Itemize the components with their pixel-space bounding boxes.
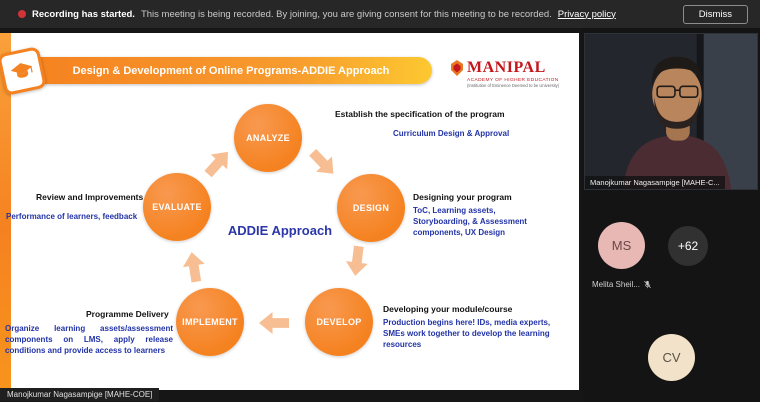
- stage-circle-evaluate: EVALUATE: [143, 173, 211, 241]
- implement-heading: Programme Delivery: [86, 309, 169, 319]
- arrow-evaluate-to-analyze-icon: [200, 144, 236, 181]
- stage-circle-implement: IMPLEMENT: [176, 288, 244, 356]
- addie-center-label: ADDIE Approach: [227, 223, 333, 238]
- develop-heading: Developing your module/course: [383, 304, 513, 314]
- manipal-emblem-icon: [451, 60, 463, 76]
- stage-circle-develop: DEVELOP: [305, 288, 373, 356]
- meeting-main: Design & Development of Online Programs-…: [0, 28, 760, 402]
- recording-banner-message: This meeting is being recorded. By joini…: [140, 8, 552, 20]
- logo-subtitle: ACADEMY OF HIGHER EDUCATION: [467, 78, 559, 83]
- analyze-detail: Curriculum Design & Approval: [393, 129, 510, 138]
- analyze-heading: Establish the specification of the progr…: [335, 109, 505, 119]
- stage-circle-analyze: ANALYZE: [234, 104, 302, 172]
- arrow-analyze-to-design-icon: [305, 145, 342, 182]
- stage-circle-design: DESIGN: [337, 174, 405, 242]
- manipal-logo: MANIPAL ACADEMY OF HIGHER EDUCATION (Ins…: [450, 59, 574, 88]
- participant-name-row: Melita Sheil...: [582, 280, 662, 289]
- evaluate-detail: Performance of learners, feedback: [6, 212, 138, 221]
- privacy-policy-link[interactable]: Privacy policy: [557, 8, 616, 20]
- webcam-feed: [585, 34, 757, 189]
- dismiss-button[interactable]: Dismiss: [682, 4, 748, 24]
- screen-share-stage: Design & Development of Online Programs-…: [0, 28, 582, 402]
- mic-muted-icon: [644, 280, 651, 289]
- slide-left-band: [0, 33, 11, 390]
- presentation-slide: Design & Development of Online Programs-…: [0, 33, 579, 390]
- participant-avatar-cv[interactable]: CV: [648, 334, 695, 381]
- logo-name: MANIPAL: [467, 59, 546, 76]
- arrow-develop-to-implement-icon: [259, 312, 289, 334]
- participant-overflow-badge[interactable]: +62: [668, 226, 708, 266]
- design-heading: Designing your program: [413, 192, 512, 202]
- presenter-name-label: Manojkumar Nagasampige [MAHE-COE]: [0, 388, 160, 401]
- speaker-name-overlay: Manojkumar Nagasampige [MAHE-C...: [585, 176, 725, 189]
- evaluate-heading: Review and Improvements: [36, 192, 144, 202]
- speaker-video-tile[interactable]: Manojkumar Nagasampige [MAHE-C...: [584, 33, 758, 190]
- logo-tagline: (Institution of Eminence Deemed to be Un…: [467, 83, 560, 88]
- participant-avatar-ms[interactable]: MS: [598, 222, 645, 269]
- slide-title: Design & Development of Online Programs-…: [30, 57, 432, 84]
- graduation-cap-icon: [0, 46, 47, 96]
- arrow-design-to-develop-icon: [344, 245, 369, 277]
- design-detail: ToC, Learning assets, Storyboarding, & A…: [413, 206, 527, 238]
- recording-dot-icon: [18, 10, 26, 18]
- participants-panel: Manojkumar Nagasampige [MAHE-C... MS +62…: [582, 28, 760, 402]
- recording-banner-title: Recording has started.: [32, 8, 135, 20]
- recording-banner: Recording has started. This meeting is b…: [0, 0, 760, 28]
- participant-name: Melita Sheil...: [591, 280, 641, 289]
- arrow-implement-to-evaluate-icon: [181, 250, 207, 283]
- develop-detail: Production begins here! IDs, media exper…: [383, 318, 551, 350]
- implement-detail: Organize learning assets/assessment comp…: [5, 324, 173, 356]
